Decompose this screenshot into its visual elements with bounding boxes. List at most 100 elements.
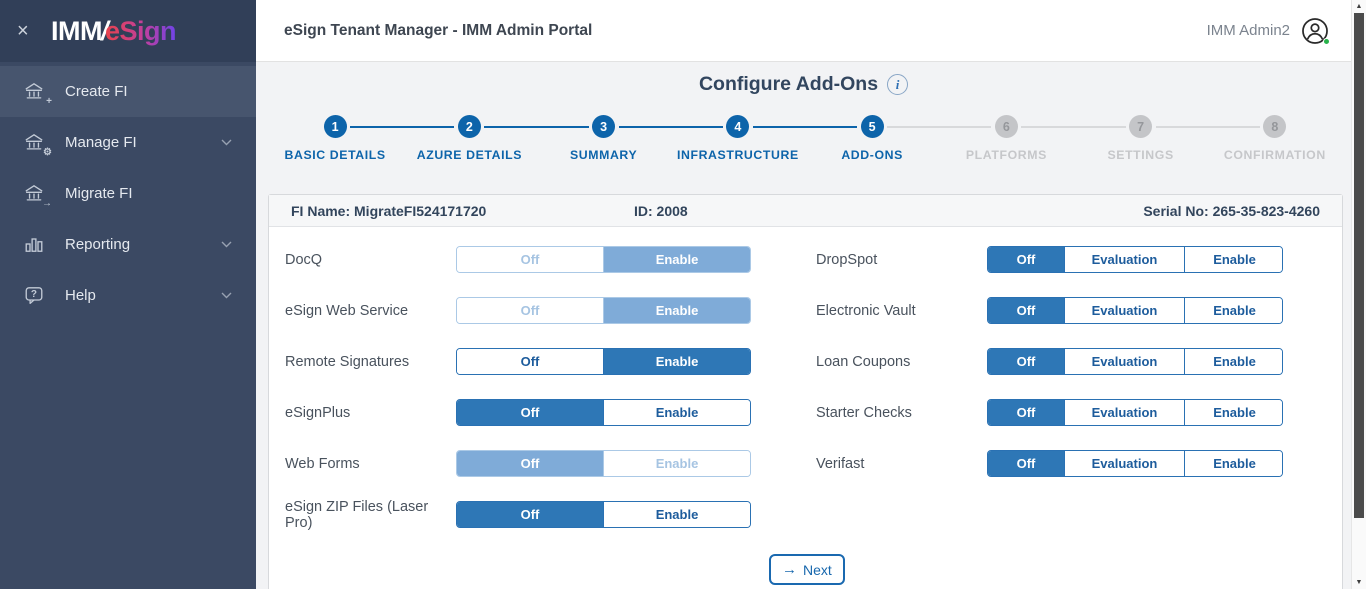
dropspot-enable-option[interactable]: Enable [1184, 247, 1282, 272]
bank-gear-icon: ⚙ [22, 132, 52, 157]
loan-coupons-enable-option[interactable]: Enable [1184, 349, 1282, 374]
step-label: CONFIRMATION [1223, 148, 1326, 162]
verifast-off-option[interactable]: Off [988, 451, 1064, 476]
addon-row-web-forms: Web Forms Off Enable [285, 438, 752, 489]
brand-esign: eSign [105, 15, 177, 46]
scroll-up-icon[interactable]: ▲ [1355, 3, 1363, 10]
addon-label: eSignPlus [285, 404, 351, 421]
bank-arrow-icon: → [22, 183, 52, 208]
addon-label: DropSpot [816, 251, 878, 268]
sidebar-item-manage-fi[interactable]: ⚙ Manage FI [0, 117, 256, 168]
stepper-step-basic-details[interactable]: 1 BASIC DETAILS [268, 115, 402, 162]
sidebar-item-label: Migrate FI [65, 185, 133, 202]
addon-row-dropspot: DropSpot Off Evaluation Enable [816, 234, 1285, 285]
verifast-toggle: Off Evaluation Enable [987, 450, 1283, 477]
online-status-dot [1323, 37, 1330, 45]
main-content: Configure Add-Ons i 1 BASIC DETAILS 2 AZ… [256, 62, 1351, 589]
esign-zip-files-enable-option[interactable]: Enable [603, 502, 750, 527]
loan-coupons-off-option[interactable]: Off [988, 349, 1064, 374]
sidebar: × IMM/eSign + Create FI [0, 0, 256, 589]
remote-signatures-off-option[interactable]: Off [457, 349, 603, 374]
loan-coupons-toggle: Off Evaluation Enable [987, 348, 1283, 375]
stepper-step-summary[interactable]: 3 SUMMARY [484, 115, 671, 162]
bar-chart-icon [22, 234, 48, 256]
scrollbar-thumb[interactable] [1354, 13, 1364, 518]
step-label: SUMMARY [569, 148, 638, 162]
addon-label: Verifast [816, 455, 865, 472]
verifast-evaluation-option[interactable]: Evaluation [1064, 451, 1184, 476]
addon-row-verifast: Verifast Off Evaluation Enable [816, 438, 1285, 489]
step-label: BASIC DETAILS [284, 148, 386, 162]
username-label: IMM Admin2 [1206, 22, 1290, 39]
sidebar-item-migrate-fi[interactable]: → Migrate FI [0, 168, 256, 219]
addon-row-remote-signatures: Remote Signatures Off Enable [285, 336, 752, 387]
next-button-label: Next [803, 561, 832, 578]
electronic-vault-toggle: Off Evaluation Enable [987, 297, 1283, 324]
remote-signatures-toggle: Off Enable [456, 348, 751, 375]
gear-badge-icon: ⚙ [43, 146, 52, 158]
sidebar-item-label: Reporting [65, 236, 131, 253]
info-icon[interactable]: i [887, 74, 909, 95]
addons-left-column: DocQ Off Enable eSign Web Service Off En… [285, 234, 752, 540]
bank-plus-icon: + [22, 81, 52, 106]
sidebar-item-help[interactable]: ? Help [0, 270, 256, 321]
app-title: eSign Tenant Manager - IMM Admin Portal [284, 21, 593, 39]
stepper-step-add-ons[interactable]: 5 ADD-ONS [752, 115, 939, 162]
dropspot-toggle: Off Evaluation Enable [987, 246, 1283, 273]
addon-label: Electronic Vault [816, 302, 916, 319]
loan-coupons-evaluation-option[interactable]: Evaluation [1064, 349, 1184, 374]
dropspot-off-option[interactable]: Off [988, 247, 1064, 272]
web-forms-enable-option: Enable [603, 451, 750, 476]
docq-enable-option: Enable [603, 247, 750, 272]
addon-label: eSign Web Service [285, 302, 409, 319]
stepper-step-confirmation: 8 CONFIRMATION [1155, 115, 1342, 162]
wizard-stepper: 1 BASIC DETAILS 2 AZURE DETAILS 3 SUMMAR… [268, 115, 1342, 162]
stepper-step-settings: 7 SETTINGS [1021, 115, 1208, 162]
esignplus-toggle: Off Enable [456, 399, 751, 426]
page-title-row: Configure Add-Ons i [256, 73, 1351, 96]
electronic-vault-evaluation-option[interactable]: Evaluation [1064, 298, 1184, 323]
esignplus-off-option[interactable]: Off [457, 400, 603, 425]
sidebar-item-create-fi[interactable]: + Create FI [0, 66, 256, 117]
addon-label: DocQ [285, 251, 323, 268]
esign-web-service-enable-option: Enable [603, 298, 750, 323]
electronic-vault-enable-option[interactable]: Enable [1184, 298, 1282, 323]
starter-checks-evaluation-option[interactable]: Evaluation [1064, 400, 1184, 425]
next-button[interactable]: → Next [769, 554, 845, 585]
help-bubble-icon: ? [22, 285, 48, 307]
brand-imm: IMM [51, 15, 102, 46]
starter-checks-toggle: Off Evaluation Enable [987, 399, 1283, 426]
addon-row-docq: DocQ Off Enable [285, 234, 752, 285]
addon-row-esignplus: eSignPlus Off Enable [285, 387, 752, 438]
web-forms-toggle: Off Enable [456, 450, 751, 477]
esignplus-enable-option[interactable]: Enable [603, 400, 750, 425]
user-avatar-icon[interactable] [1301, 17, 1330, 45]
docq-off-option: Off [457, 247, 603, 272]
starter-checks-off-option[interactable]: Off [988, 400, 1064, 425]
chevron-down-icon [221, 292, 232, 299]
sidebar-item-label: Manage FI [65, 134, 137, 151]
plus-badge-icon: + [46, 95, 52, 107]
esign-web-service-off-option: Off [457, 298, 603, 323]
stepper-step-infrastructure[interactable]: 4 INFRASTRUCTURE [618, 115, 805, 162]
step-number: 8 [1263, 115, 1287, 138]
chevron-down-icon [221, 139, 232, 146]
electronic-vault-off-option[interactable]: Off [988, 298, 1064, 323]
sidebar-close-icon[interactable]: × [17, 20, 29, 42]
addon-row-starter-checks: Starter Checks Off Evaluation Enable [816, 387, 1285, 438]
step-number: 4 [726, 115, 750, 138]
esign-zip-files-off-option[interactable]: Off [457, 502, 603, 527]
dropspot-evaluation-option[interactable]: Evaluation [1064, 247, 1184, 272]
scroll-down-icon[interactable]: ▼ [1355, 579, 1363, 586]
sidebar-item-reporting[interactable]: Reporting [0, 219, 256, 270]
vertical-scrollbar[interactable]: ▲ ▼ [1351, 0, 1366, 589]
fi-id: ID: 2008 [634, 202, 688, 219]
remote-signatures-enable-option[interactable]: Enable [603, 349, 750, 374]
verifast-enable-option[interactable]: Enable [1184, 451, 1282, 476]
svg-text:?: ? [31, 289, 37, 300]
stepper-step-azure-details[interactable]: 2 AZURE DETAILS [350, 115, 536, 162]
starter-checks-enable-option[interactable]: Enable [1184, 400, 1282, 425]
step-number: 2 [457, 115, 481, 138]
web-forms-off-option: Off [457, 451, 603, 476]
esign-web-service-toggle: Off Enable [456, 297, 751, 324]
